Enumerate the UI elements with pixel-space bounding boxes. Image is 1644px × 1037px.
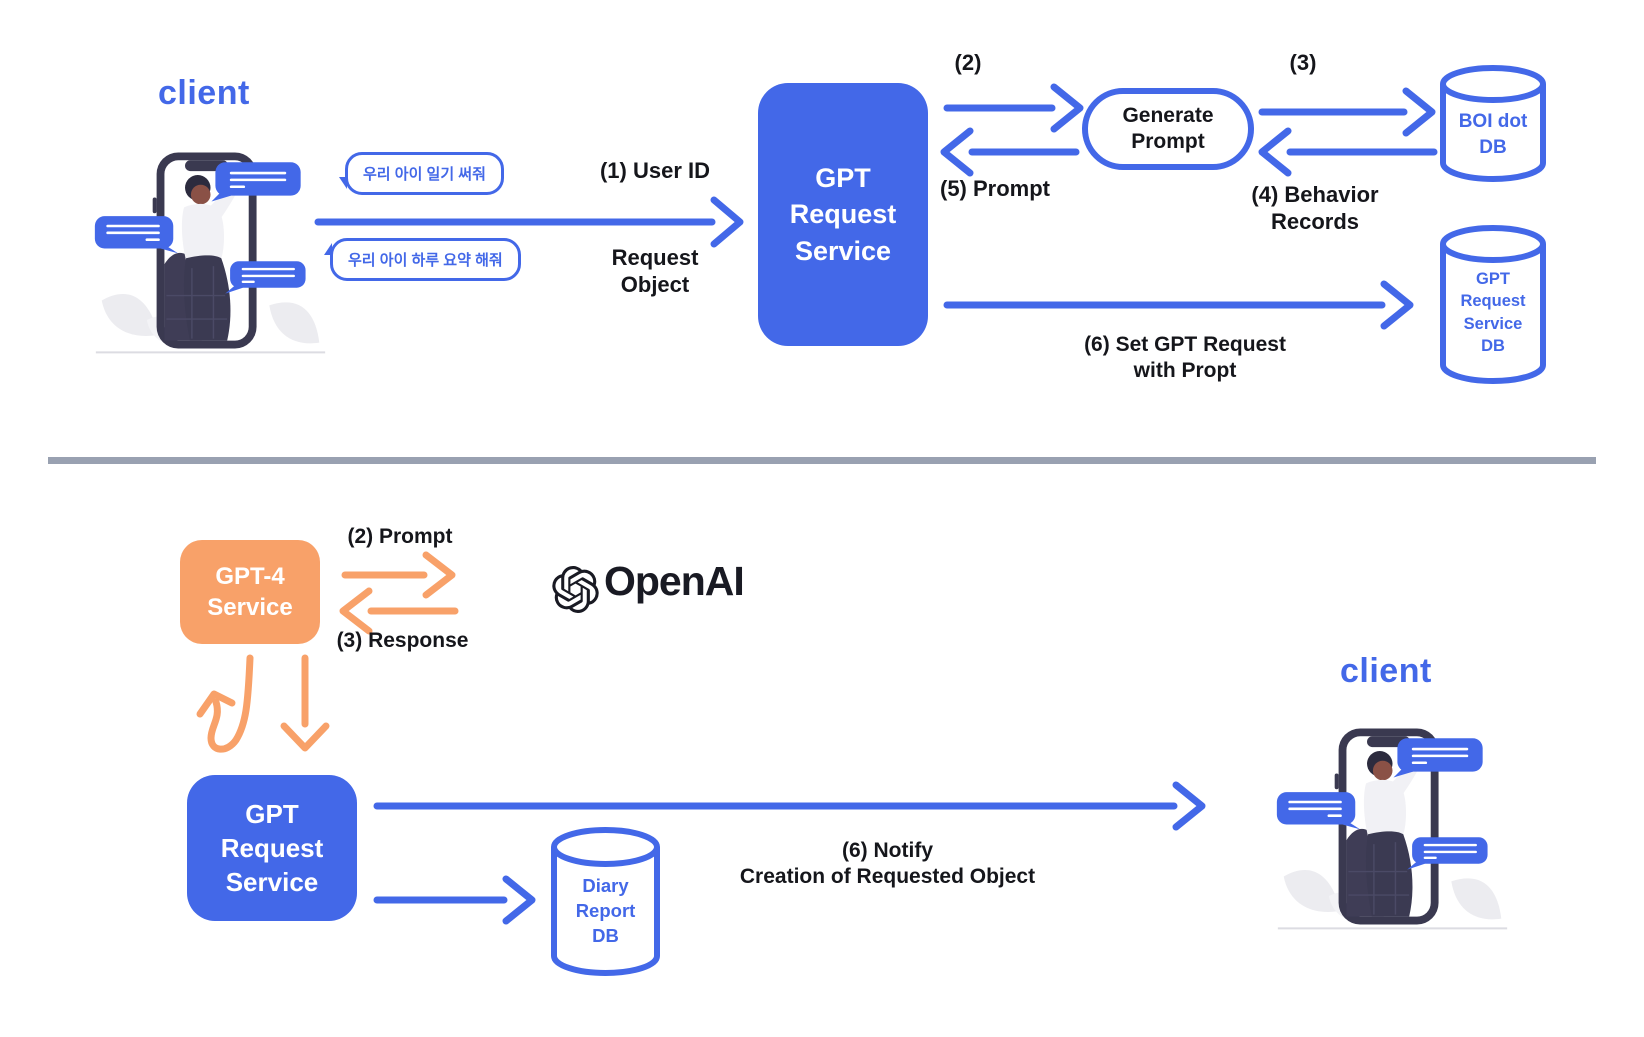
openai-icon (552, 566, 599, 613)
speech-bubble-2-text: 우리 아이 하루 요약 해줘 (348, 252, 503, 269)
gpt-request-service-box-bottom: GPT Request Service (187, 775, 357, 921)
arrow-5-head (940, 127, 974, 177)
label-bottom-step-2-prompt: (2) Prompt (347, 525, 453, 548)
arrow-diary-head (502, 875, 536, 925)
label-step-4-behavior-records: (4) Behavior Records (1251, 182, 1379, 234)
arrow-hook-line (207, 654, 254, 753)
chat-bubble-icon (1276, 738, 1488, 870)
arrow-4-head (1258, 127, 1292, 177)
phone-client-illustration-right (1276, 728, 1508, 930)
label-step-6-set-gpt-request: (6) Set GPT Request with Propt (1084, 333, 1286, 382)
arrow-6-head (1380, 280, 1414, 330)
label-user-id: (1) User ID (599, 158, 711, 183)
database-cylinder-icon (1440, 65, 1546, 182)
speech-bubble-1-tail (339, 177, 347, 189)
boi-dot-db-label: BOI dot DB (1458, 111, 1528, 158)
diary-report-db: Diary Report DB (549, 826, 662, 980)
gpt4-service-box: GPT-4 Service (180, 540, 320, 644)
speech-bubble-1-text: 우리 아이 일기 써줘 (363, 166, 486, 183)
label-step-6-notify: (6) Notify Creation of Requested Object (739, 839, 1036, 888)
client-label-bottom: client (1340, 652, 1432, 690)
arrow-2-head (1050, 83, 1084, 133)
label-request-object: Request Object (611, 245, 699, 297)
label-step-3: (3) (1289, 50, 1317, 75)
arrow-down-head (280, 722, 330, 752)
gpt-request-service-box-top: GPT Request Service (758, 83, 928, 346)
gpt-request-service-db-label: GPT Request Service DB (1460, 270, 1526, 355)
database-cylinder-icon (1440, 225, 1546, 384)
label-step-2: (2) (954, 50, 982, 75)
chat-bubble-icon (94, 162, 306, 294)
diary-report-db-label: Diary Report DB (575, 875, 636, 946)
label-bottom-step-3-response: (3) Response (336, 629, 469, 652)
arrow-hook-head (196, 690, 236, 718)
client-label-top: client (158, 74, 250, 112)
arrow-3-head (1402, 87, 1436, 137)
arrow-1-head (710, 196, 744, 248)
phone-client-illustration-left (94, 152, 326, 354)
database-cylinder-icon (551, 827, 660, 976)
speech-bubble-1: 우리 아이 일기 써줘 (339, 152, 504, 195)
arrow-prompt-head (422, 551, 456, 599)
generate-prompt-node: Generate Prompt (1082, 88, 1254, 170)
gpt-request-service-db: GPT Request Service DB (1438, 224, 1548, 388)
arrow-notify-head (1172, 781, 1206, 831)
section-divider (48, 457, 1596, 464)
arrow-response-head (339, 587, 373, 635)
speech-bubble-2-tail (324, 243, 332, 255)
speech-bubble-2: 우리 아이 하루 요약 해줘 (324, 238, 521, 281)
label-step-5-prompt: (5) Prompt (940, 176, 1050, 201)
openai-wordmark: OpenAI (604, 558, 745, 604)
boi-dot-db: BOI dot DB (1438, 64, 1548, 186)
